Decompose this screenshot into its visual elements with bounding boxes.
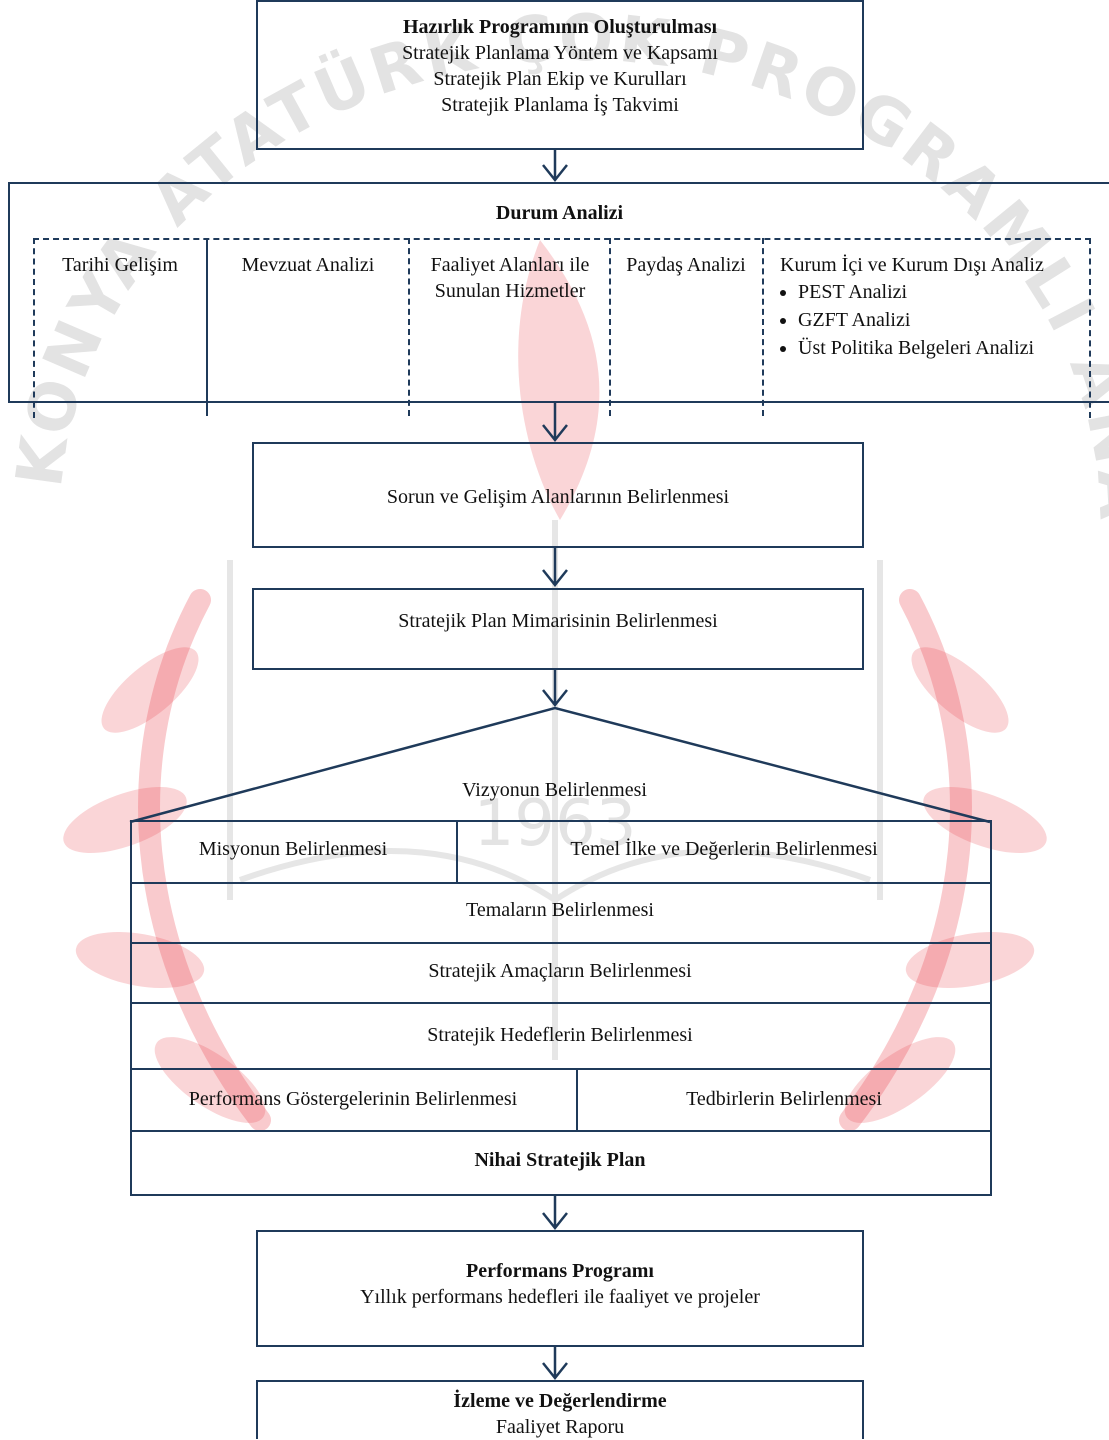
problems-title: Sorun ve Gelişim Alanlarının Belirlenmes… <box>386 486 730 508</box>
plan-roof-triangle <box>129 706 991 824</box>
situation-title: Durum Analizi <box>495 202 624 224</box>
laurel-right-branch <box>839 589 972 1131</box>
stakeholder-column: Paydaş Analizi <box>626 254 746 276</box>
arrow-down-2 <box>542 403 568 443</box>
activity-areas-column: Faaliyet Alanları ile Sunulan Hizmetler <box>430 254 590 302</box>
preparation-line: Stratejik Plan Ekip ve Kurulları <box>433 68 687 90</box>
arrow-down-6 <box>542 1347 568 1381</box>
laurel-left-branch <box>138 589 271 1131</box>
problems-box: Sorun ve Gelişim Alanlarının Belirlenmes… <box>252 442 864 548</box>
column-divider <box>408 238 410 416</box>
preparation-line: Stratejik Planlama İş Takvimi <box>441 94 679 116</box>
monitoring-title: İzleme ve Değerlendirme <box>453 1390 667 1412</box>
monitoring-box: İzleme ve Değerlendirme Faaliyet Raporu <box>256 1380 864 1439</box>
analysis-bullet-list: PEST Analizi GZFT Analizi Üst Politika B… <box>780 278 1080 362</box>
column-divider <box>762 238 764 416</box>
themes-cell: Temaların Belirlenmesi <box>466 899 654 921</box>
arrow-down-3 <box>542 548 568 588</box>
architecture-box: Stratejik Plan Mimarisinin Belirlenmesi <box>252 588 864 670</box>
final-plan-cell: Nihai Stratejik Plan <box>474 1149 646 1171</box>
column-divider <box>206 238 208 416</box>
performance-subtitle: Yıllık performans hedefleri ile faaliyet… <box>360 1286 760 1308</box>
performance-box: Performans Programı Yıllık performans he… <box>256 1230 864 1347</box>
preparation-title: Hazırlık Programının Oluşturulması <box>402 16 718 38</box>
arrow-down-5 <box>542 1195 568 1231</box>
arrow-down-1 <box>542 150 568 183</box>
performance-title: Performans Programı <box>466 1260 654 1282</box>
bullet-item: GZFT Analizi <box>798 306 1080 334</box>
arrow-down-4 <box>542 670 568 708</box>
legislation-column: Mevzuat Analizi <box>241 254 375 276</box>
situation-dashed-frame <box>33 238 1091 418</box>
plan-structure-box <box>130 820 992 1196</box>
measures-cell: Tedbirlerin Belirlenmesi <box>686 1088 882 1110</box>
bullet-item: PEST Analizi <box>798 278 1080 306</box>
situation-analysis-box: Durum Analizi <box>8 182 1109 403</box>
preparation-box: Hazırlık Programının Oluşturulması Strat… <box>256 0 864 150</box>
architecture-title: Stratejik Plan Mimarisinin Belirlenmesi <box>398 610 718 632</box>
vision-label: Vizyonun Belirlenmesi <box>462 779 647 801</box>
mission-cell: Misyonun Belirlenmesi <box>198 838 388 860</box>
internal-external-title: Kurum İçi ve Kurum Dışı Analiz <box>780 254 1044 276</box>
bullet-item: Üst Politika Belgeleri Analizi <box>798 334 1080 362</box>
indicators-cell: Performans Göstergelerinin Belirlenmesi <box>188 1088 518 1110</box>
monitoring-subtitle: Faaliyet Raporu <box>495 1416 625 1438</box>
values-cell: Temel İlke ve Değerlerin Belirlenmesi <box>570 838 878 860</box>
targets-cell: Stratejik Hedeflerin Belirlenmesi <box>427 1024 693 1046</box>
column-divider <box>609 238 611 416</box>
internal-external-analysis: Kurum İçi ve Kurum Dışı Analiz PEST Anal… <box>780 252 1080 406</box>
preparation-line: Stratejik Planlama Yöntem ve Kapsamı <box>402 42 718 64</box>
goals-cell: Stratejik Amaçların Belirlenmesi <box>428 960 692 982</box>
watermark-year: 1963 <box>474 787 637 861</box>
history-column: Tarihi Gelişim <box>62 254 178 276</box>
